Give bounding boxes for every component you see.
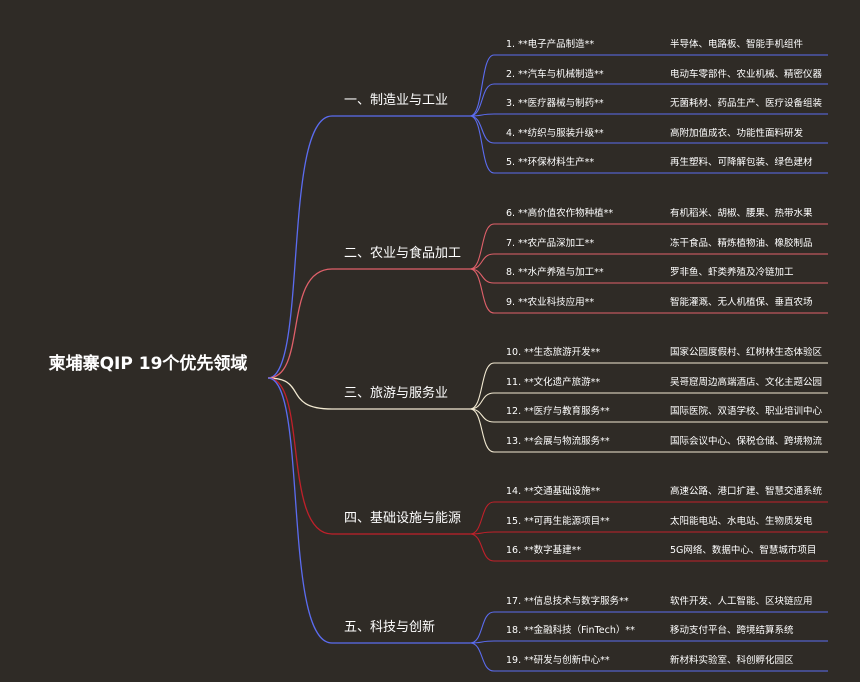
leaf-16-label: 16. **数字基建**: [506, 545, 582, 556]
branch-1-leaf-5-connector: [469, 115, 495, 174]
leaf-14-detail: 高速公路、港口扩建、智慧交通系统: [670, 486, 823, 497]
leaf-19-label: 19. **研发与创新中心**: [506, 655, 610, 666]
leaf-14-label: 14. **交通基础设施**: [506, 486, 601, 497]
branch-4-leaf-3-connector: [469, 533, 495, 562]
branch-infrastructure: 四、基础设施与能源: [344, 511, 462, 526]
leaf-19-detail: 新材料实验室、科创孵化园区: [670, 655, 794, 666]
branch-1-leaf-2-connector: [469, 83, 495, 117]
branch-3-leaf-1-connector: [469, 362, 495, 410]
leaf-8-label: 8. **水产养殖与加工**: [506, 267, 604, 278]
leaf-5-label: 5. **环保材料生产**: [506, 157, 595, 168]
leaf-15-detail: 太阳能电站、水电站、生物质发电: [670, 516, 813, 527]
leaf-15-label: 15. **可再生能源项目**: [506, 516, 610, 527]
root-to-branch-3-connector: [267, 377, 333, 410]
leaf-1-detail: 半导体、电路板、智能手机组件: [670, 39, 804, 50]
leaf-13-label: 13. **会展与物流服务**: [506, 436, 610, 447]
leaf-13-detail: 国际会议中心、保税仓储、跨境物流: [670, 436, 823, 447]
branch-4-leaf-1-connector: [469, 501, 495, 535]
leaf-2-detail: 电动车零部件、农业机械、精密仪器: [670, 69, 823, 80]
leaf-10-label: 10. **生态旅游开发**: [506, 347, 601, 358]
root-to-branch-5-connector: [267, 377, 333, 644]
leaf-3-label: 3. **医疗器械与制药**: [506, 98, 604, 109]
branch-manufacturing: 一、制造业与工业: [344, 93, 449, 108]
leaf-11-detail: 吴哥窟周边高端酒店、文化主题公园: [670, 377, 823, 388]
root-to-branch-2-connector: [267, 268, 333, 379]
branch-agriculture: 二、农业与食品加工: [344, 246, 462, 261]
leaf-8-detail: 罗非鱼、虾类养殖及冷链加工: [670, 267, 794, 278]
branch-1-leaf-4-connector: [469, 115, 495, 144]
leaf-4-label: 4. **纺织与服装升级**: [506, 128, 604, 139]
leaf-2-label: 2. **汽车与机械制造**: [506, 69, 604, 80]
leaf-7-label: 7. **农产品深加工**: [506, 238, 595, 249]
leaf-7-detail: 冻干食品、精炼植物油、橡胶制品: [670, 238, 813, 249]
branch-2-leaf-4-connector: [469, 268, 495, 314]
leaf-11-label: 11. **文化遗产旅游**: [506, 377, 601, 388]
branch-tourism: 三、旅游与服务业: [344, 386, 449, 401]
leaf-12-label: 12. **医疗与教育服务**: [506, 406, 610, 417]
leaf-16-detail: 5G网络、数据中心、智慧城市项目: [670, 545, 817, 556]
leaf-10-detail: 国家公园度假村、红树林生态体验区: [670, 347, 823, 358]
root-to-branch-1-connector: [267, 115, 333, 379]
branch-3-leaf-4-connector: [469, 408, 495, 453]
branch-5-leaf-3-connector: [469, 642, 495, 672]
leaf-1-label: 1. **电子产品制造**: [506, 39, 595, 50]
leaf-17-label: 17. **信息技术与数字服务**: [506, 596, 629, 607]
branch-3-leaf-3-connector: [469, 408, 495, 423]
leaf-18-label: 18. **金融科技（FinTech）**: [506, 625, 635, 636]
leaf-5-detail: 再生塑料、可降解包装、绿色建材: [670, 157, 813, 168]
leaf-3-detail: 无菌耗材、药品生产、医疗设备组装: [670, 98, 823, 109]
root-title: 柬埔寨QIP 19个优先领域: [48, 354, 248, 374]
branch-3-leaf-2-connector: [469, 392, 495, 410]
branch-5-leaf-1-connector: [469, 611, 495, 644]
branch-technology: 五、科技与创新: [344, 620, 436, 635]
leaf-17-detail: 软件开发、人工智能、区块链应用: [670, 596, 813, 607]
leaf-12-detail: 国际医院、双语学校、职业培训中心: [670, 406, 823, 417]
branch-2-leaf-1-connector: [469, 223, 495, 270]
leaf-9-detail: 智能灌溉、无人机植保、垂直农场: [670, 297, 813, 308]
leaf-6-label: 6. **高价值农作物种植**: [506, 208, 614, 219]
root-to-branch-4-connector: [267, 377, 333, 535]
branch-1-leaf-1-connector: [469, 54, 495, 117]
leaf-18-detail: 移动支付平台、跨境结算系统: [670, 625, 794, 636]
leaf-6-detail: 有机稻米、胡椒、腰果、热带水果: [670, 208, 813, 219]
branch-2-leaf-3-connector: [469, 268, 495, 284]
leaf-4-detail: 高附加值成衣、功能性面料研发: [670, 128, 804, 139]
leaf-9-label: 9. **农业科技应用**: [506, 297, 595, 308]
branch-2-leaf-2-connector: [469, 253, 495, 270]
